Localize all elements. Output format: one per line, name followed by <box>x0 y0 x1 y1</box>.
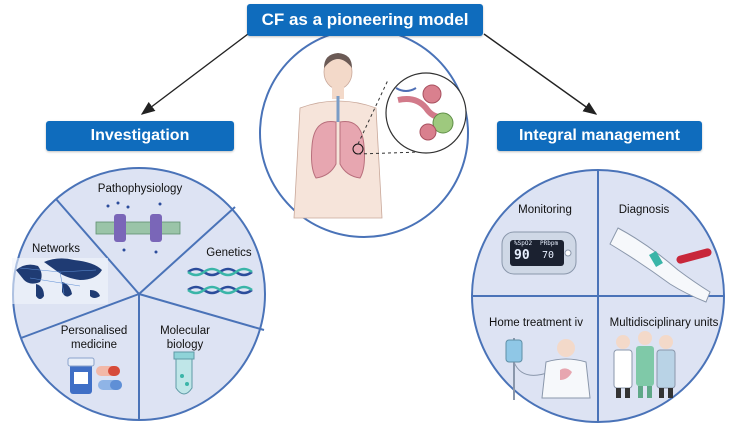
label-pathophysiology: Pathophysiology <box>97 183 183 195</box>
pulse-oximeter-icon <box>501 231 577 275</box>
investigation-title-box: Investigation <box>46 121 234 151</box>
pr-label: PRbpm <box>540 240 559 247</box>
spo2-value: 90 <box>514 248 530 263</box>
label-molecular-biology: Molecular biology <box>160 325 210 351</box>
lungs-icon <box>311 96 365 179</box>
label-genetics: Genetics <box>206 247 252 259</box>
pills-bottle-icon <box>67 357 122 394</box>
iv-treatment-icon <box>505 338 591 400</box>
main-title-box: CF as a pioneering model <box>247 4 483 36</box>
arrow-to-investigation <box>140 33 249 115</box>
ion-channel-icon <box>95 201 181 254</box>
label-personalised-medicine: Personalised medicine <box>60 325 128 351</box>
medical-team-icon <box>613 331 676 398</box>
investigation-circle <box>12 167 266 421</box>
central-illustration <box>259 28 469 238</box>
spo2-label: %SpO2 <box>514 240 533 247</box>
pr-value: 70 <box>542 250 555 261</box>
label-diagnosis: Diagnosis <box>618 204 670 216</box>
label-multidisciplinary-units: Multidisciplinary units <box>609 317 719 329</box>
label-networks: Networks <box>32 243 80 255</box>
world-network-map-icon <box>12 258 108 304</box>
arrow-to-integral <box>483 33 598 115</box>
label-home-treatment-iv: Home treatment iv <box>489 317 583 329</box>
integral-management-title-box: Integral management <box>497 121 702 151</box>
oximeter-display: %SpO2 PRbpm 90 70 <box>512 240 562 266</box>
human-figure-icon <box>293 53 383 219</box>
alveoli-magnified-icon <box>385 72 467 154</box>
test-tube-icon <box>173 351 195 395</box>
label-monitoring: Monitoring <box>518 204 572 216</box>
dna-helix-icon <box>187 267 253 295</box>
arm-blood-test-icon <box>609 227 712 303</box>
